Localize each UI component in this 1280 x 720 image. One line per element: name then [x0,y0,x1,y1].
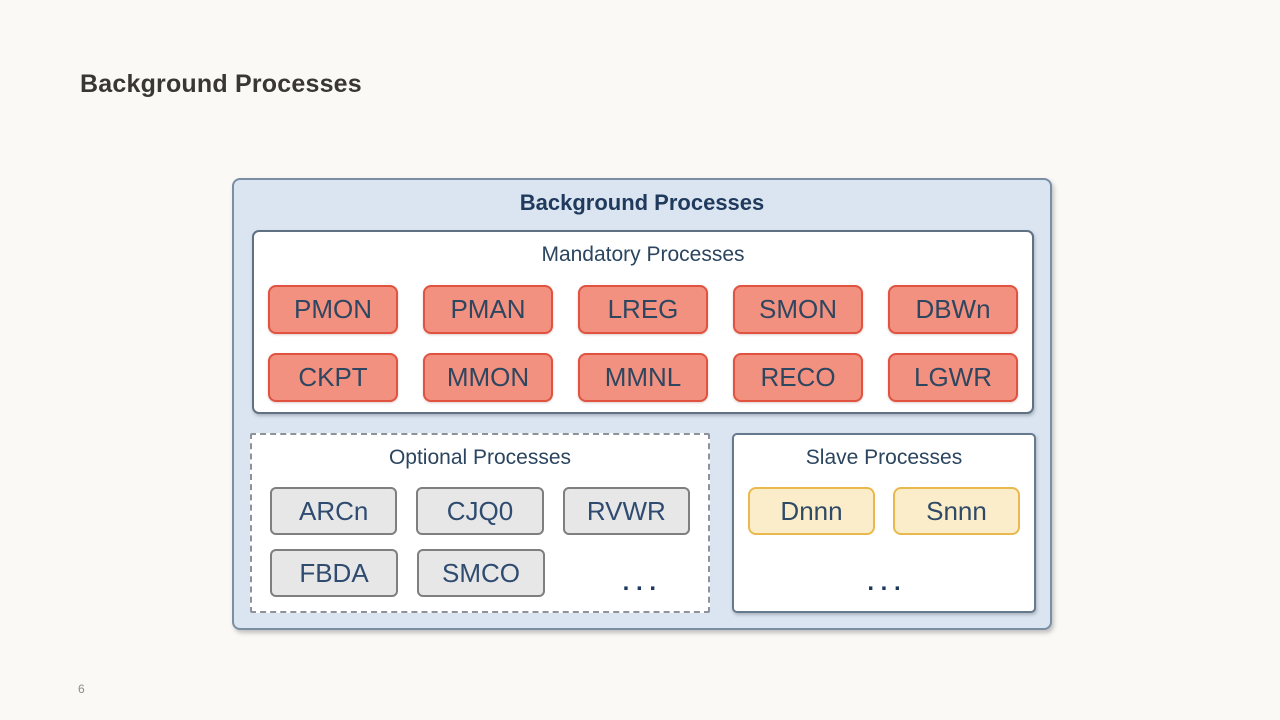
mandatory-row-1: PMON PMAN LREG SMON DBWn [254,285,1032,334]
optional-process-box: SMCO [417,549,545,597]
slave-processes-title: Slave Processes [805,446,963,469]
mandatory-process-box: CKPT [268,353,398,402]
optional-ellipsis: . . . [622,569,656,596]
slave-ellipsis: . . . [867,569,901,596]
optional-row-1: ARCn CJQ0 RVWR [252,487,708,535]
background-processes-container: Background Processes Mandatory Processes… [232,178,1052,630]
mandatory-process-box: PMON [268,285,398,334]
diagram-title: Background Processes [519,190,765,215]
mandatory-process-box: PMAN [423,285,553,334]
slave-process-box: Snnn [893,487,1020,535]
optional-processes-panel: Optional Processes ARCn CJQ0 RVWR FBDA SMCO… [250,433,710,613]
slave-processes-panel: Slave Processes Dnnn Snnn . . . [732,433,1036,613]
mandatory-row-2: CKPT MMON MMNL RECO LGWR [254,353,1032,402]
mandatory-process-box: RECO [733,353,863,402]
mandatory-process-box: LREG [578,285,708,334]
optional-process-box: FBDA [270,549,398,597]
mandatory-process-box: LGWR [888,353,1018,402]
optional-row-2: FBDA SMCO [252,549,708,597]
mandatory-process-box: MMNL [578,353,708,402]
optional-process-box: CJQ0 [416,487,544,535]
mandatory-processes-panel: Mandatory Processes PMON PMAN LREG SMON DBWn… [252,230,1034,414]
mandatory-processes-title: Mandatory Processes [541,243,745,266]
mandatory-process-box: SMON [733,285,863,334]
optional-processes-title: Optional Processes [388,446,572,469]
page-number: 6 [78,682,85,696]
optional-process-box: ARCn [270,487,398,535]
slide-title: Background Processes [80,70,362,98]
slave-row-1: Dnnn Snnn [734,487,1034,535]
slave-process-box: Dnnn [748,487,875,535]
mandatory-process-box: DBWn [888,285,1018,334]
optional-process-box: RVWR [562,487,690,535]
mandatory-process-box: MMON [423,353,553,402]
